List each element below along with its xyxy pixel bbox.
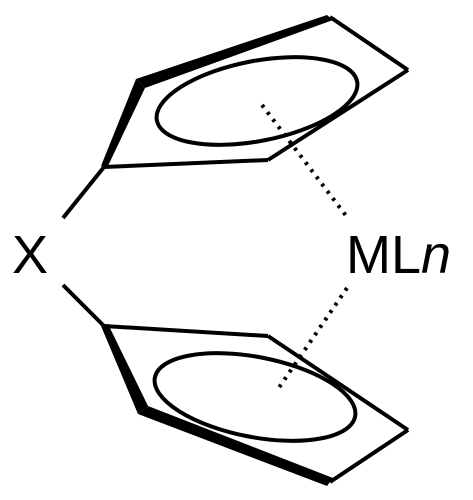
coordination-bond-upper [260, 103, 349, 219]
lower-ring-wedge-left-bond [101, 324, 148, 414]
lower-ring-bold-front-bond [138, 406, 333, 486]
bridge-bond-upper [61, 165, 106, 220]
lower-ring-aromatic-circle [152, 351, 358, 443]
coordination-bond-lower [274, 286, 349, 394]
bridge-bond-lower [61, 283, 106, 328]
upper-cp-ring [101, 15, 410, 169]
upper-ring-aromatic-circle [154, 55, 360, 147]
upper-ring-right-bond [328, 15, 410, 72]
lower-ring-top-bond [103, 324, 269, 338]
upper-ring-wedge-left-bond [101, 79, 145, 168]
lower-ring-upper-right-bond [266, 334, 410, 432]
upper-ring-lower-right-bond [266, 68, 410, 162]
upper-ring-bold-back-bond [136, 15, 333, 88]
metal-ligand-count: n [421, 225, 451, 285]
lower-cp-ring [101, 324, 410, 486]
metal-symbol: ML [346, 225, 421, 285]
metal-label: MLn [346, 225, 451, 285]
upper-ring-front-bond [103, 158, 269, 169]
lower-ring-right-bond [328, 428, 410, 484]
bridge-atom-label: X [12, 225, 48, 285]
